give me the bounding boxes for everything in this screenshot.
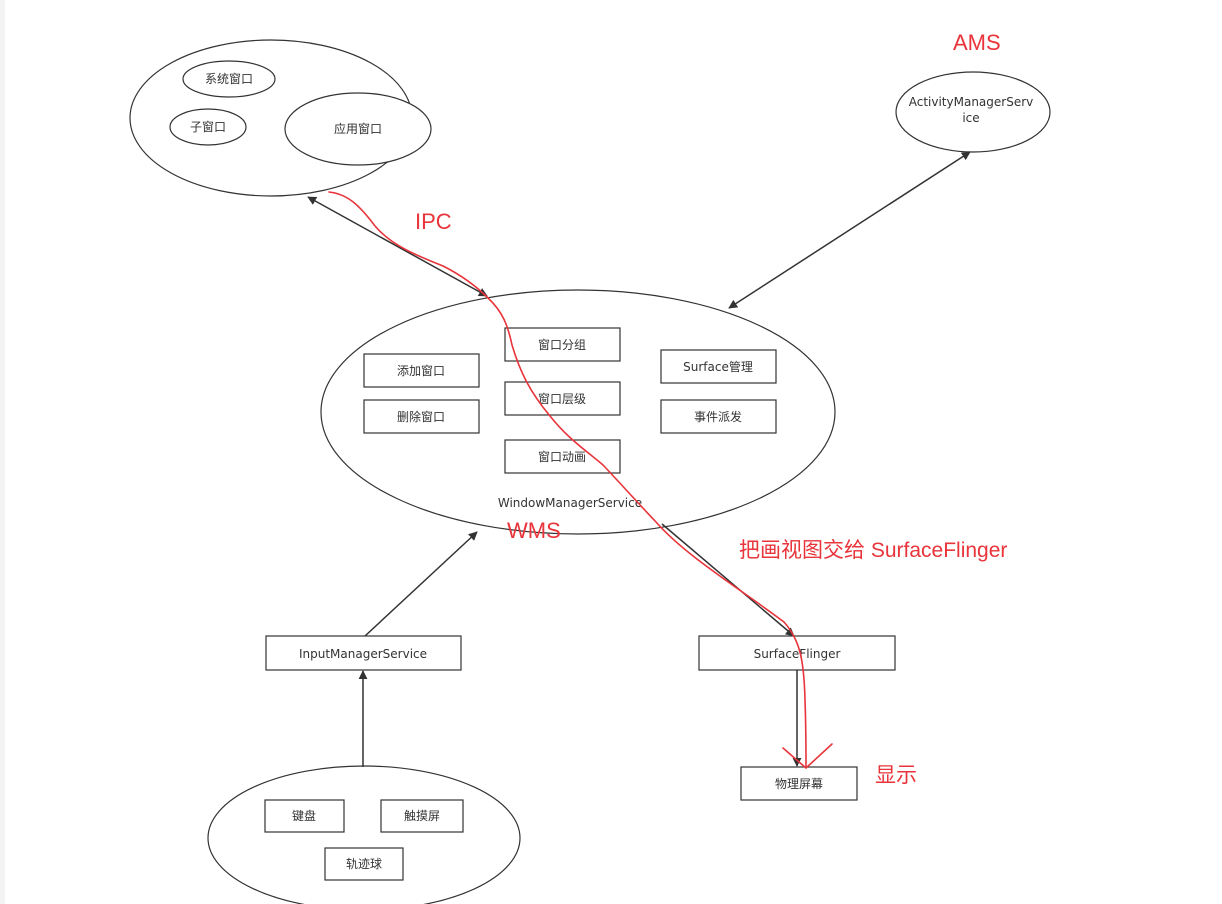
ams-group: ActivityManagerServ ice [895,71,1051,153]
trackball-label: 轨迹球 [346,857,382,871]
trackball-box [324,847,404,881]
connectors [307,151,971,767]
ams-annotation: AMS [953,30,1001,55]
wms-fn-add-label: 添加窗口 [397,364,445,378]
flow-arrowhead [782,743,833,769]
wms-fn-layer-box [504,381,621,416]
wms-fn-animation-label: 窗口动画 [538,450,586,464]
child-window-label: 子窗口 [190,120,226,134]
wms-fn-remove-box [363,399,480,434]
wms-fn-surface-box [660,349,777,384]
wms-group: 添加窗口 删除窗口 窗口分组 窗口层级 窗口动画 Surface管理 事件派发 … [320,289,836,535]
ams-wms-arrow [728,151,971,309]
ams-service-label-wrap: ice [962,111,979,125]
input-manager-box [265,635,462,671]
input-to-wms-arrow [364,531,478,637]
input-group: InputManagerService 键盘 触摸屏 轨迹球 [207,635,521,904]
ipc-annotation: IPC [415,209,452,234]
wms-annotation: WMS [507,518,561,543]
keyboard-label: 键盘 [292,808,316,823]
keyboard-box [264,799,345,833]
app-windows-group: 系统窗口 子窗口 应用窗口 [129,39,432,197]
child-window-node [169,108,247,146]
surfaceflinger-label: SurfaceFlinger [754,647,841,661]
wms-fn-group-box [504,327,621,362]
touchscreen-box [380,799,464,833]
display-annotation: 显示 [875,764,917,787]
application-window-label: 应用窗口 [334,121,382,136]
wms-fn-layer-label: 窗口层级 [538,392,586,406]
ams-node [895,71,1051,153]
system-window-node [182,60,276,98]
wms-fn-remove-label: 删除窗口 [397,409,445,424]
input-devices-ellipse [207,765,521,904]
wms-fn-events-box [660,399,777,434]
physical-screen-box [740,766,858,801]
ams-service-label: ActivityManagerServ [909,95,1034,109]
ipc-arrow [307,196,488,297]
input-manager-label: InputManagerService [299,647,427,661]
wms-fn-events-label: 事件派发 [694,409,742,424]
flow-curve [328,191,807,767]
wms-fn-add-box [363,353,480,388]
surfaceflinger-annotation: 把画视图交给 SurfaceFlinger [739,539,1007,562]
wms-service-label: WindowManagerService [498,496,642,510]
application-window-node [284,92,432,166]
page-margin [0,0,5,904]
system-window-label: 系统窗口 [205,72,253,86]
wms-to-surfaceflinger-arrow [661,523,795,637]
wms-fn-surface-label: Surface管理 [683,359,753,374]
flow-annotation [328,191,833,769]
wms-fn-group-label: 窗口分组 [538,338,586,352]
wms-fn-animation-box [504,439,621,474]
physical-screen-label: 物理屏幕 [775,777,823,791]
touchscreen-label: 触摸屏 [404,809,440,823]
